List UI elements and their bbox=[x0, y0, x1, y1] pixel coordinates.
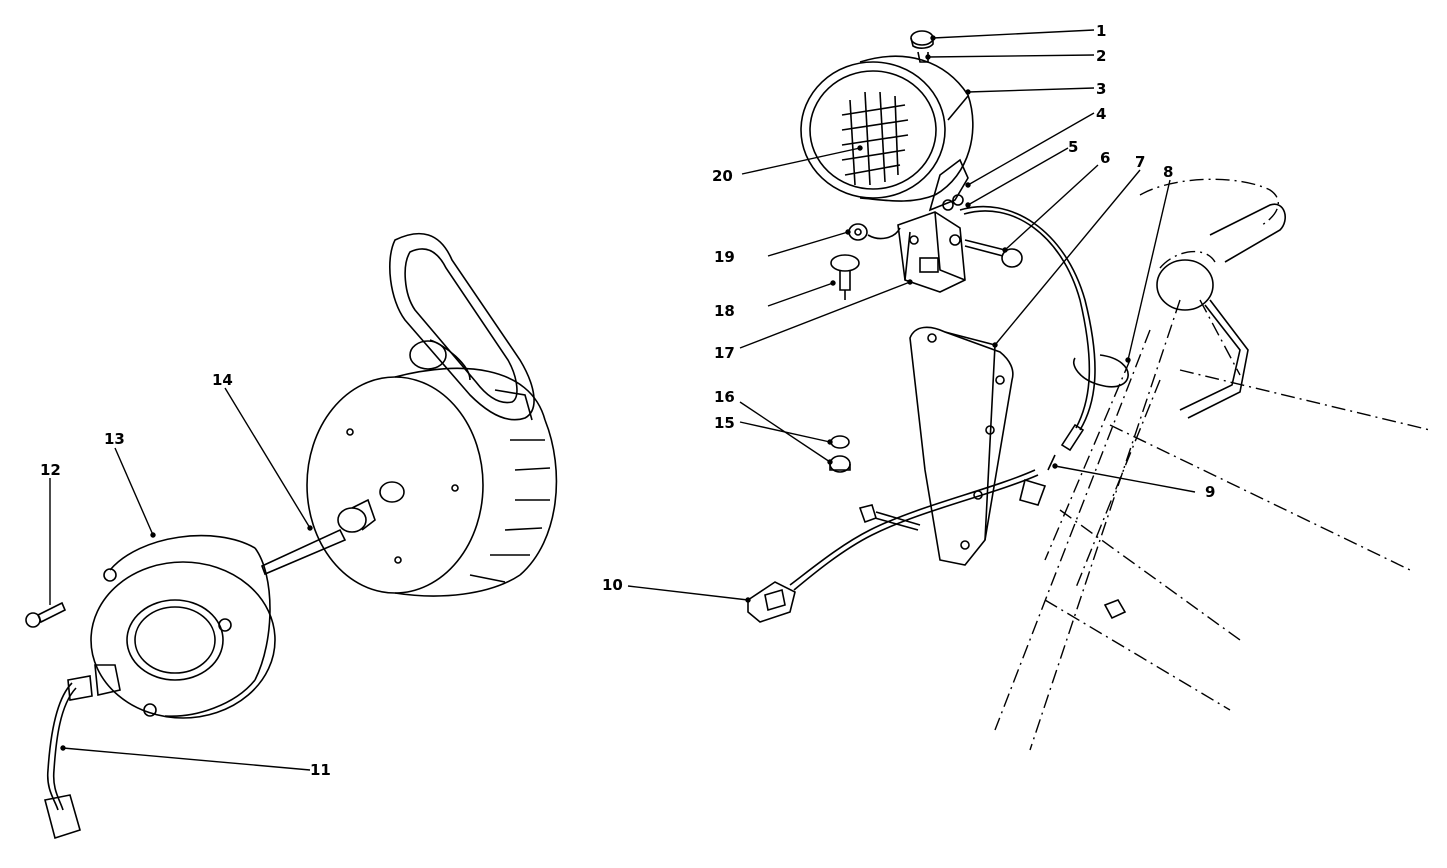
callout-20: 20 bbox=[712, 167, 733, 185]
callout-10: 10 bbox=[602, 576, 623, 594]
chute-housing bbox=[306, 232, 558, 597]
nut-lockwasher bbox=[829, 435, 851, 473]
callout-8: 8 bbox=[1163, 163, 1173, 181]
wire-lead bbox=[44, 675, 93, 840]
support-plate bbox=[909, 326, 1014, 566]
callout-15: 15 bbox=[714, 414, 735, 432]
lamp-bracket bbox=[928, 95, 969, 212]
nut-washer bbox=[848, 223, 901, 241]
drive-shaft bbox=[260, 498, 376, 576]
wiring-harness bbox=[747, 205, 1129, 623]
mounting-bracket bbox=[897, 211, 966, 293]
callout-9: 9 bbox=[1205, 483, 1215, 501]
callout-16: 16 bbox=[714, 388, 735, 406]
motor-housing bbox=[90, 534, 276, 719]
callout-18: 18 bbox=[714, 302, 735, 320]
screw bbox=[25, 601, 67, 628]
callout-labels: 1 2 3 4 5 6 7 8 9 10 11 12 13 14 15 16 1… bbox=[40, 22, 1215, 779]
callout-11: 11 bbox=[310, 761, 331, 779]
callout-1: 1 bbox=[1096, 22, 1106, 40]
callout-6: 6 bbox=[1100, 149, 1110, 167]
callout-19: 19 bbox=[714, 248, 735, 266]
callout-14: 14 bbox=[212, 371, 233, 389]
lamp bbox=[800, 30, 974, 202]
callout-13: 13 bbox=[104, 430, 125, 448]
callout-4: 4 bbox=[1096, 105, 1106, 123]
leader-lines bbox=[49, 29, 1196, 771]
callout-3: 3 bbox=[1096, 80, 1106, 98]
handle-frame bbox=[994, 178, 1431, 751]
handle-grip bbox=[1156, 203, 1286, 419]
bolt-assembly bbox=[858, 504, 1127, 620]
callout-7: 7 bbox=[1135, 153, 1145, 171]
callout-12: 12 bbox=[40, 461, 61, 479]
carriage-bolt bbox=[830, 254, 860, 300]
callout-2: 2 bbox=[1096, 47, 1106, 65]
callout-17: 17 bbox=[714, 344, 735, 362]
callout-5: 5 bbox=[1068, 138, 1078, 156]
bolt bbox=[964, 239, 1023, 268]
